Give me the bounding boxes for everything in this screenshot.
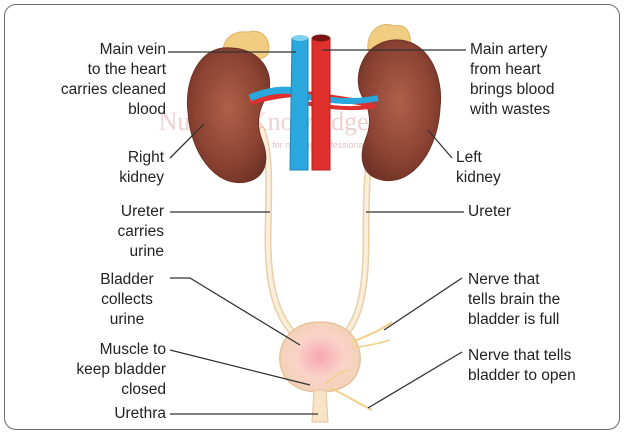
label-ureter-right: Ureter — [468, 202, 511, 222]
label-muscle: Muscle to keep bladder closed — [76, 340, 166, 400]
label-main-vein: Main vein to the heart carries cleaned b… — [61, 40, 166, 120]
label-bladder: Bladder collects urine — [85, 270, 169, 330]
label-main-artery: Main artery from heart brings blood with… — [470, 40, 554, 120]
leader-nerve-full — [384, 278, 462, 330]
urethra-tube — [312, 390, 328, 422]
aorta-top — [312, 35, 330, 42]
right-kidney-shape — [187, 48, 269, 183]
label-urethra: Urethra — [114, 404, 166, 424]
nerve-to-brain — [352, 322, 392, 342]
vena-cava-top — [292, 35, 308, 41]
nerve-to-bladder — [330, 388, 372, 410]
bladder-shape — [280, 322, 360, 392]
left-kidney-shape — [358, 40, 440, 181]
label-nerve-full: Nerve that tells brain the bladder is fu… — [468, 270, 560, 330]
leader-nerve-open — [368, 352, 462, 408]
label-right-kidney: Right kidney — [119, 148, 164, 188]
label-ureter-left: Ureter carries urine — [117, 202, 164, 262]
label-nerve-open: Nerve that tells bladder to open — [468, 346, 576, 386]
vena-cava — [290, 38, 308, 170]
aorta — [312, 38, 330, 170]
label-left-kidney: Left kidney — [456, 148, 501, 188]
